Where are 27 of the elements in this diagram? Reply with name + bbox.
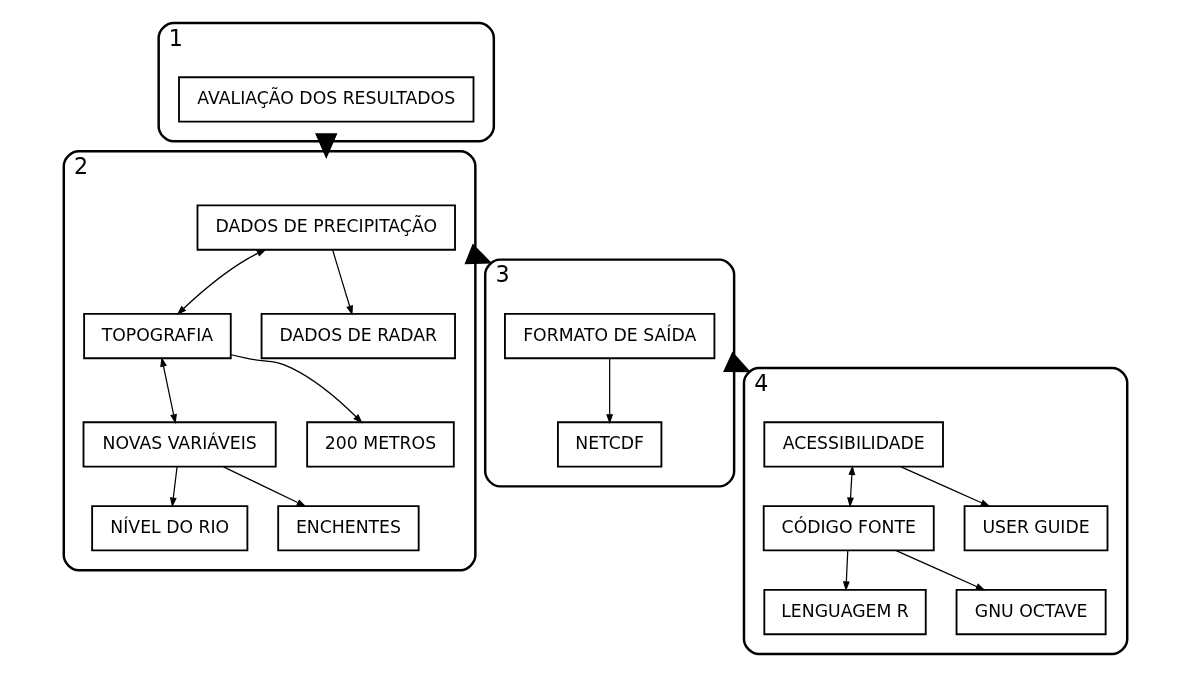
node-box: AVALIAÇÃO DOS RESULTADOS	[177, 76, 474, 123]
arrow	[229, 354, 363, 424]
arrow	[169, 466, 178, 508]
node-box: FORMATO DE SAÍDA	[503, 312, 715, 360]
arrow	[842, 550, 850, 592]
node-box: ENCHENTES	[276, 505, 420, 552]
arrow	[314, 133, 337, 159]
node-box: GNU OCTAVE	[955, 588, 1107, 636]
node-box: LENGUAGEM R	[762, 588, 927, 636]
node-box: NÍVEL DO RIO	[90, 505, 248, 552]
arrow	[900, 466, 991, 507]
node-box: CÓDIGO FONTE	[762, 505, 935, 552]
node-box: NETCDF	[556, 421, 662, 468]
node-box: DADOS DE PRECIPITAÇÃO	[196, 204, 456, 251]
arrow	[222, 466, 306, 507]
node-box: 200 METROS	[305, 421, 455, 468]
node-box: USER GUIDE	[963, 505, 1108, 552]
arrow	[895, 550, 986, 591]
arrow	[846, 465, 855, 508]
node-box: NOVAS VARIÁVEIS	[82, 421, 277, 468]
node-box: ACESSIBILIDADE	[762, 421, 944, 468]
arrow	[605, 358, 613, 425]
arrow	[176, 249, 267, 316]
node-box: DADOS DE RADAR	[260, 312, 456, 360]
arrow	[331, 249, 353, 316]
arrow	[159, 356, 177, 424]
node-box: TOPOGRAFIA	[82, 312, 232, 360]
